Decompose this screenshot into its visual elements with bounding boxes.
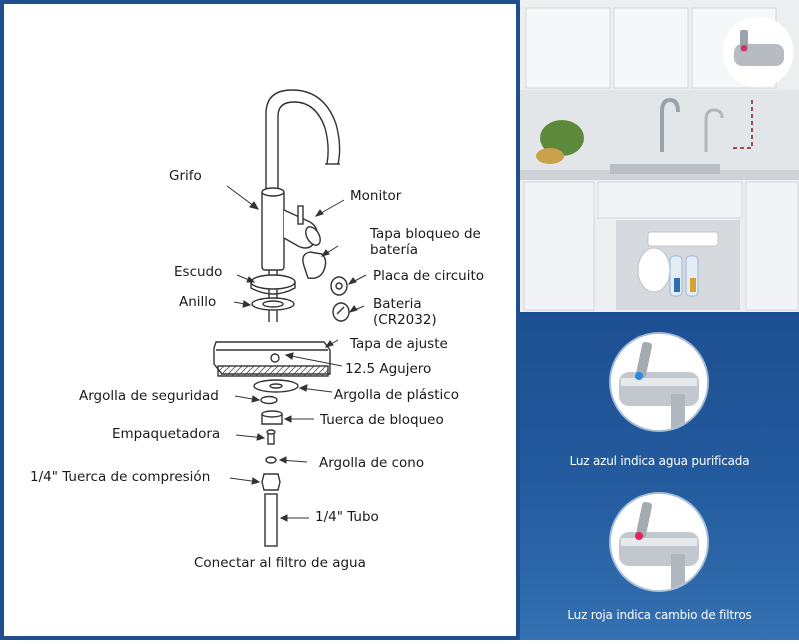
product-photo-panel: Luz azul indica agua purificada Luz roja… [520,0,799,640]
label-conectar-filtro: Conectar al filtro de agua [194,555,366,571]
indicator-info-box: Luz azul indica agua purificada Luz roja… [520,312,799,640]
label-empaquetadora: Empaquetadora [112,426,221,442]
faucet-body [261,189,285,271]
red-light-caption: Luz roja indica cambio de filtros [567,608,752,622]
tube-part [264,493,278,547]
label-grifo: Grifo [169,168,202,184]
label-argolla-cono: Argolla de cono [319,455,425,471]
exploded-diagram-panel: Grifo Monitor Tapa bloqueo de batería Es… [0,0,520,640]
blue-light-caption: Luz azul indica agua purificada [569,454,750,468]
blue-light-closeup [611,334,707,430]
label-argolla-seguridad: Argolla de seguridad [79,388,219,404]
anillo-part [251,297,295,311]
label-escudo: Escudo [174,264,223,280]
battery-lock-cap [302,251,327,280]
label-tapa-ajuste: Tapa de ajuste [350,336,448,352]
safety-ring [260,395,278,405]
monitor-part [297,205,304,225]
label-bateria: Bateria (CR2032) [373,296,437,328]
faucet-spout [265,89,341,192]
red-light-closeup [611,494,707,590]
faucet-exploded-drawing [213,89,367,547]
label-placa-circuito: Placa de circuito [373,268,485,284]
battery-cr2032 [332,302,350,322]
label-tubo: 1/4" Tubo [315,509,379,525]
label-anillo: Anillo [179,294,217,310]
label-tapa-bloqueo: Tapa bloqueo de batería [370,226,481,258]
compression-nut [261,473,281,491]
kitchen-photo [520,0,799,312]
label-argolla-plastico: Argolla de plástico [334,387,459,403]
circuit-board [330,276,348,296]
plastic-ring [253,379,299,393]
cone-ring [265,456,277,464]
label-monitor: Monitor [350,188,402,204]
label-agujero: 12.5 Agujero [345,361,432,377]
label-tuerca-compresion: 1/4" Tuerca de compresión [30,469,211,485]
escudo-part [250,274,296,290]
label-tuerca-bloqueo: Tuerca de bloqueo [320,412,444,428]
